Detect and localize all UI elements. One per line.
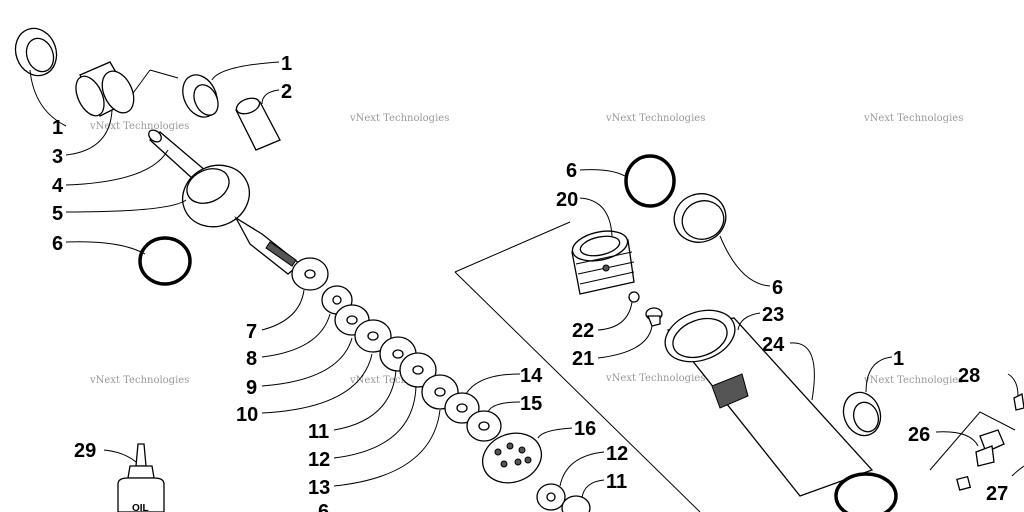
label-9: 9 (246, 377, 257, 399)
reservoir-cap-20 (571, 230, 635, 295)
watermark-text: vNext Technologies (89, 375, 189, 386)
label-2: 2 (281, 81, 292, 103)
o-ring-6-left (138, 236, 192, 286)
label-22: 22 (572, 320, 594, 342)
bushing-1-left (14, 27, 58, 77)
label-12: 12 (308, 449, 330, 471)
label-6: 6 (52, 233, 63, 255)
leader-lines (29, 61, 1024, 499)
label-20: 20 (556, 189, 578, 211)
o-ring-bottom-right (834, 472, 898, 512)
label-23: 23 (762, 304, 784, 326)
label-8: 8 (246, 348, 257, 370)
label-28: 28 (958, 365, 980, 387)
watermark-text: vNext Technologies (605, 373, 705, 384)
label-29: 29 (74, 440, 96, 462)
fitting-28 (1013, 393, 1024, 411)
label-13: 13 (308, 477, 330, 499)
label-16: 16 (574, 418, 596, 440)
o-ring-6-top (624, 154, 676, 208)
fitting-bracket (929, 411, 1016, 471)
seal-head-5 (182, 164, 302, 275)
part-number-labels: 1 3 4 5 6 1 2 7 8 9 10 11 12 13 6 14 15 … (52, 53, 1008, 512)
watermarks: vNext Technologies vNext Technologies vN… (89, 113, 963, 386)
label-10: 10 (236, 404, 258, 426)
watermark-text: vNext Technologies (89, 121, 189, 132)
label-3: 3 (52, 146, 63, 168)
o-ring-22 (628, 291, 640, 303)
cap-27 (956, 475, 972, 491)
piston-16 (481, 432, 543, 484)
label-24: 24 (762, 334, 785, 356)
label-5: 5 (52, 203, 63, 225)
assembly-bracket (454, 221, 571, 273)
label-6: 6 (318, 501, 329, 512)
label-1: 1 (893, 348, 904, 370)
shim-11-lower (561, 495, 591, 512)
reservoir-body-24 (664, 309, 874, 497)
label-7: 7 (246, 321, 257, 343)
bushing-bracket (127, 69, 179, 101)
watermark-text: vNext Technologies (349, 113, 449, 124)
label-26: 26 (908, 424, 930, 446)
label-11: 11 (308, 421, 329, 443)
label-15: 15 (520, 393, 542, 415)
label-14: 14 (520, 365, 543, 387)
watermark-text: vNext Technologies (349, 375, 449, 386)
label-12: 12 (606, 443, 628, 465)
screw-21 (645, 307, 663, 327)
valve-26 (975, 429, 1005, 467)
label-21: 21 (572, 348, 594, 370)
ring-6-right (673, 193, 727, 243)
watermark-text: vNext Technologies (863, 113, 963, 124)
bushing-1-mid (182, 74, 219, 118)
label-1: 1 (52, 117, 63, 139)
shim-stack (291, 257, 502, 442)
label-4: 4 (52, 175, 64, 197)
watermark-text: vNext Technologies (605, 113, 705, 124)
bottle-label: OIL (132, 503, 149, 512)
eyelet-sleeve-3 (75, 61, 135, 117)
assembly-bracket (454, 271, 701, 512)
label-1: 1 (281, 53, 292, 75)
spacer-2 (235, 97, 281, 151)
label-27: 27 (986, 483, 1008, 505)
oil-bottle-29: OIL (117, 443, 165, 512)
bushing-1-right (842, 391, 882, 437)
label-11: 11 (606, 471, 627, 493)
label-6: 6 (772, 277, 783, 299)
watermark-text: vNext Technologies (863, 375, 963, 386)
label-6: 6 (566, 160, 577, 182)
